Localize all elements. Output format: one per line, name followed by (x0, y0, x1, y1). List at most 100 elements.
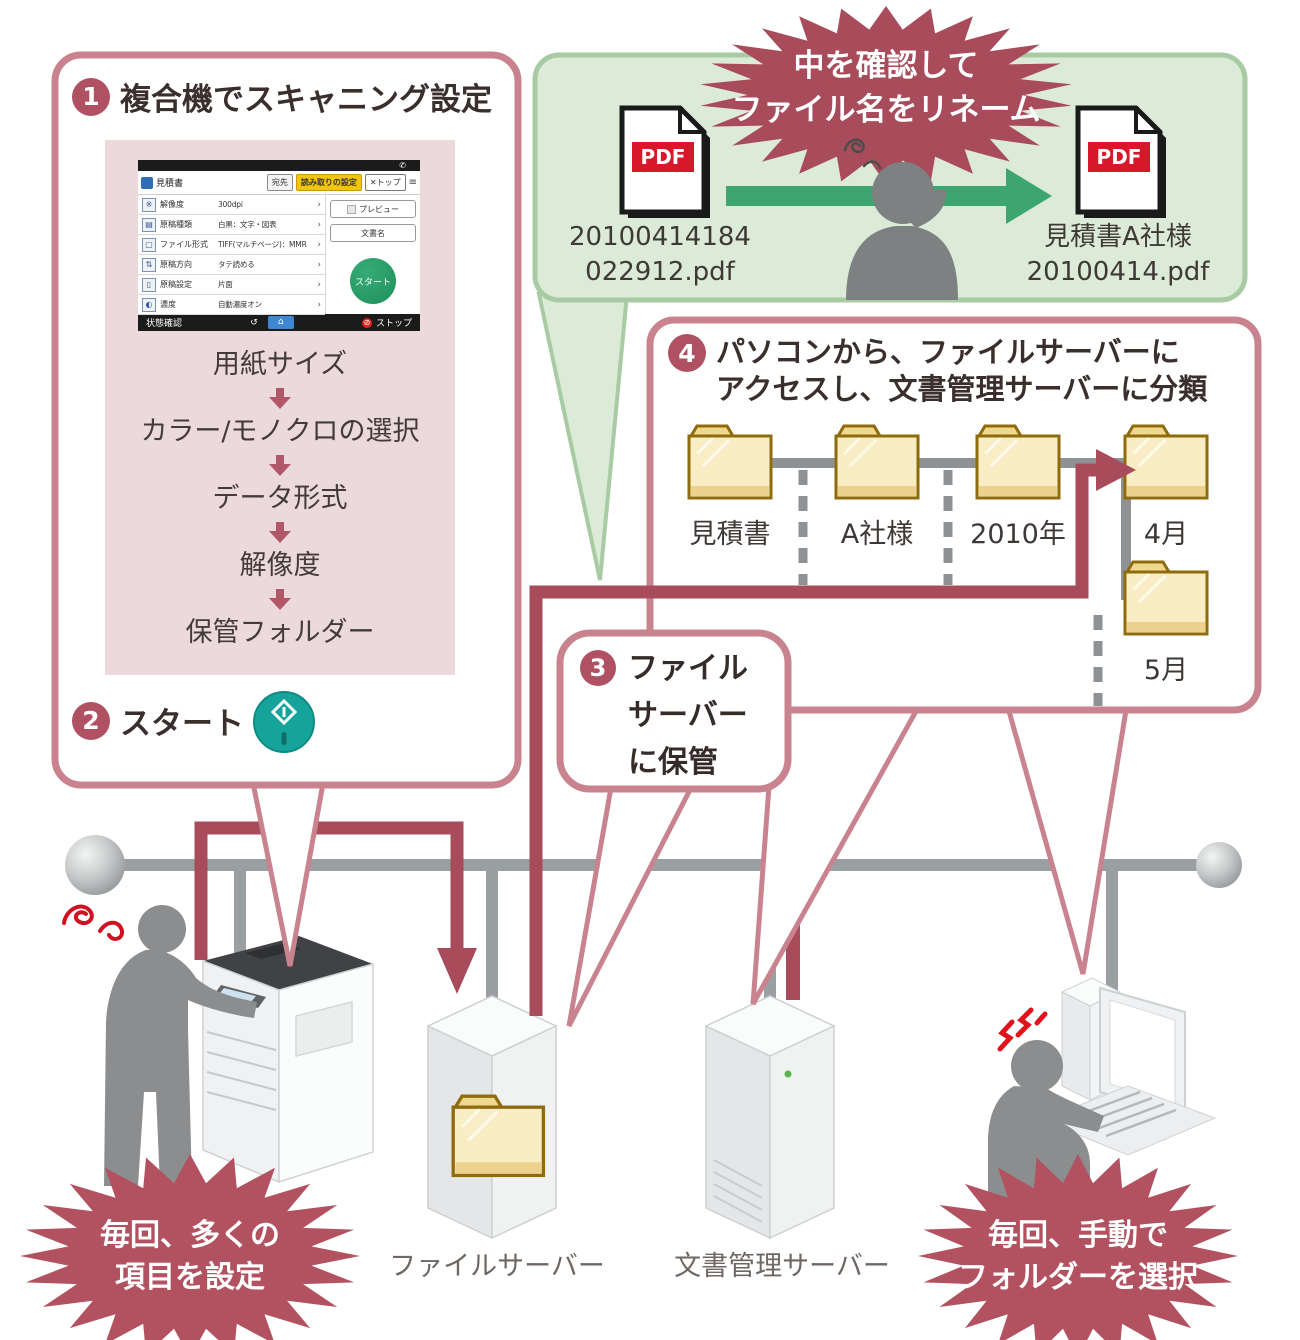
chevron-right-icon: › (317, 259, 321, 270)
thinking-squiggle-icon (843, 138, 882, 170)
step4-panel (646, 316, 1262, 714)
pc-illustration (1040, 977, 1217, 1156)
checkbox-icon (347, 204, 356, 214)
orientation-icon: ⇅ (142, 257, 156, 272)
flow-step: 解像度 (239, 550, 321, 581)
step1-number-badge: 1 (72, 77, 110, 116)
connector-scan-to-fileserver (194, 821, 477, 994)
connector-fileserver-to-folder (529, 449, 1136, 1016)
folder-icon (1123, 560, 1209, 636)
doc-name-button: 文書名 (330, 224, 416, 242)
chevron-right-icon: › (317, 279, 321, 290)
destination-button: 宛先 (266, 174, 293, 191)
doc-server-illustration (705, 995, 835, 1239)
step4-title-line2: アクセスし、文書管理サーバーに分類 (716, 372, 1208, 406)
home-icon: ⌂ (267, 316, 294, 329)
top-button: ✕ トップ (364, 174, 406, 191)
warning-right-line2: フォルダーを選択 (958, 1260, 1198, 1295)
filename-before-line2: 022912.pdf (585, 257, 735, 287)
step4-number-badge: 4 (668, 334, 706, 372)
status-check-button: 状態確認 (146, 319, 183, 329)
folder-tree (687, 424, 1209, 706)
step1-title: 複合機でスキャニング設定 (120, 82, 492, 118)
folder-label: 5月 (1143, 655, 1189, 686)
flow-down-arrow-icon (269, 455, 291, 476)
folder-label: 4月 (1143, 519, 1189, 550)
chevron-right-icon: › (317, 199, 321, 210)
filename-after-line1: 見積書A社様 (1044, 222, 1192, 252)
step4-title-line1: パソコンから、ファイルサーバーに (716, 335, 1180, 369)
bubble3-tail (566, 779, 699, 1028)
step4-heading: 4 パソコンから、ファイルサーバーに アクセスし、文書管理サーバーに分類 (668, 334, 1207, 408)
folder-icon (1123, 424, 1209, 500)
network-node-right (1196, 842, 1242, 888)
step2-number-badge: 2 (72, 701, 110, 740)
flow-step: カラー/モノクロの選択 (140, 416, 420, 447)
step1-heading: 1 複合機でスキャニング設定 (72, 74, 492, 119)
warning-left-line1: 毎回、多くの (100, 1218, 280, 1253)
box1-tail (248, 775, 327, 967)
undo-icon: ↺ (250, 317, 258, 328)
scanner-start-button: スタート (350, 258, 396, 304)
scanner-bottombar: 状態確認 ↺ ⌂ ⊘ストップ (138, 314, 420, 331)
arrowhead-down-icon (437, 948, 477, 994)
start-hard-button (253, 691, 315, 753)
person-checking-silhouette (846, 162, 958, 300)
scanner-topbar: ✆ (138, 160, 420, 171)
step2-heading: 2 スタート (72, 698, 244, 743)
file-format-icon: ▢ (142, 237, 156, 252)
stop-button: ⊘ストップ (361, 317, 412, 329)
warning-starburst-right (918, 1154, 1238, 1340)
flow-step: 用紙サイズ (212, 349, 348, 380)
angry-marks-icon (997, 1007, 1048, 1052)
folder-label: A社様 (840, 519, 914, 550)
phone-icon: ✆ (399, 160, 406, 170)
filename-after-line2: 20100414.pdf (1026, 257, 1210, 287)
stop-icon: ⊘ (361, 317, 372, 328)
flow-step: データ形式 (212, 483, 348, 514)
scanner-setting-row: ▯ 原稿設定片面 › (138, 275, 325, 295)
flow-down-arrow-icon (269, 522, 291, 543)
original-type-icon: ▤ (142, 217, 156, 232)
file-server-label: ファイルサーバー (389, 1251, 605, 1282)
greenbox-tail (536, 292, 630, 581)
step3-number-badge: 3 (580, 650, 616, 686)
scan-settings-button: 読み取りの設定 (295, 174, 362, 191)
resolution-icon: ※ (142, 197, 156, 212)
scanner-setting-row: ⇅ 原稿方向タテ読める › (138, 255, 325, 275)
flow-down-arrow-icon (269, 388, 291, 409)
person-at-copier-silhouette (104, 905, 257, 1186)
chevron-right-icon: › (317, 239, 321, 250)
rename-burst-line1: 中を確認して (793, 48, 979, 84)
warning-left-line2: 項目を設定 (115, 1260, 265, 1295)
start-diamond-icon (270, 698, 298, 726)
scanner-job-title: 見積書 (156, 179, 184, 189)
sides-icon: ▯ (142, 277, 156, 292)
warning-right-line1: 毎回、手動で (988, 1218, 1168, 1253)
folder-icon (687, 424, 773, 500)
copier-illustration (202, 936, 374, 1184)
rename-starburst (700, 6, 1072, 184)
confused-squiggle-icon (62, 904, 125, 941)
chevron-right-icon: › (317, 299, 321, 310)
doc-server-label: 文書管理サーバー (674, 1251, 890, 1282)
rename-burst-line2: ファイル名をリネーム (731, 92, 1041, 128)
preview-button: プレビュー (330, 200, 416, 218)
flow-step: 保管フォルダー (185, 617, 375, 648)
folder-icon (975, 424, 1061, 500)
scanner-setting-row: ◐ 濃度自動濃度オン › (138, 295, 325, 315)
folder-label: 2010年 (970, 519, 1066, 550)
flow-down-arrow-icon (269, 589, 291, 610)
arrowhead-right-icon (1096, 449, 1136, 491)
document-icon (141, 176, 153, 189)
step2-label: スタート (120, 706, 244, 742)
network-node-left (65, 835, 125, 895)
chevron-right-icon: › (317, 219, 321, 230)
folder-icon (834, 424, 920, 500)
scanner-setting-row: ▤ 原稿種類白黒：文字・図表 › (138, 215, 325, 235)
warning-starburst-left (20, 1154, 360, 1340)
folder-on-server-icon (451, 1094, 546, 1178)
folder-label: 見積書 (689, 519, 771, 550)
